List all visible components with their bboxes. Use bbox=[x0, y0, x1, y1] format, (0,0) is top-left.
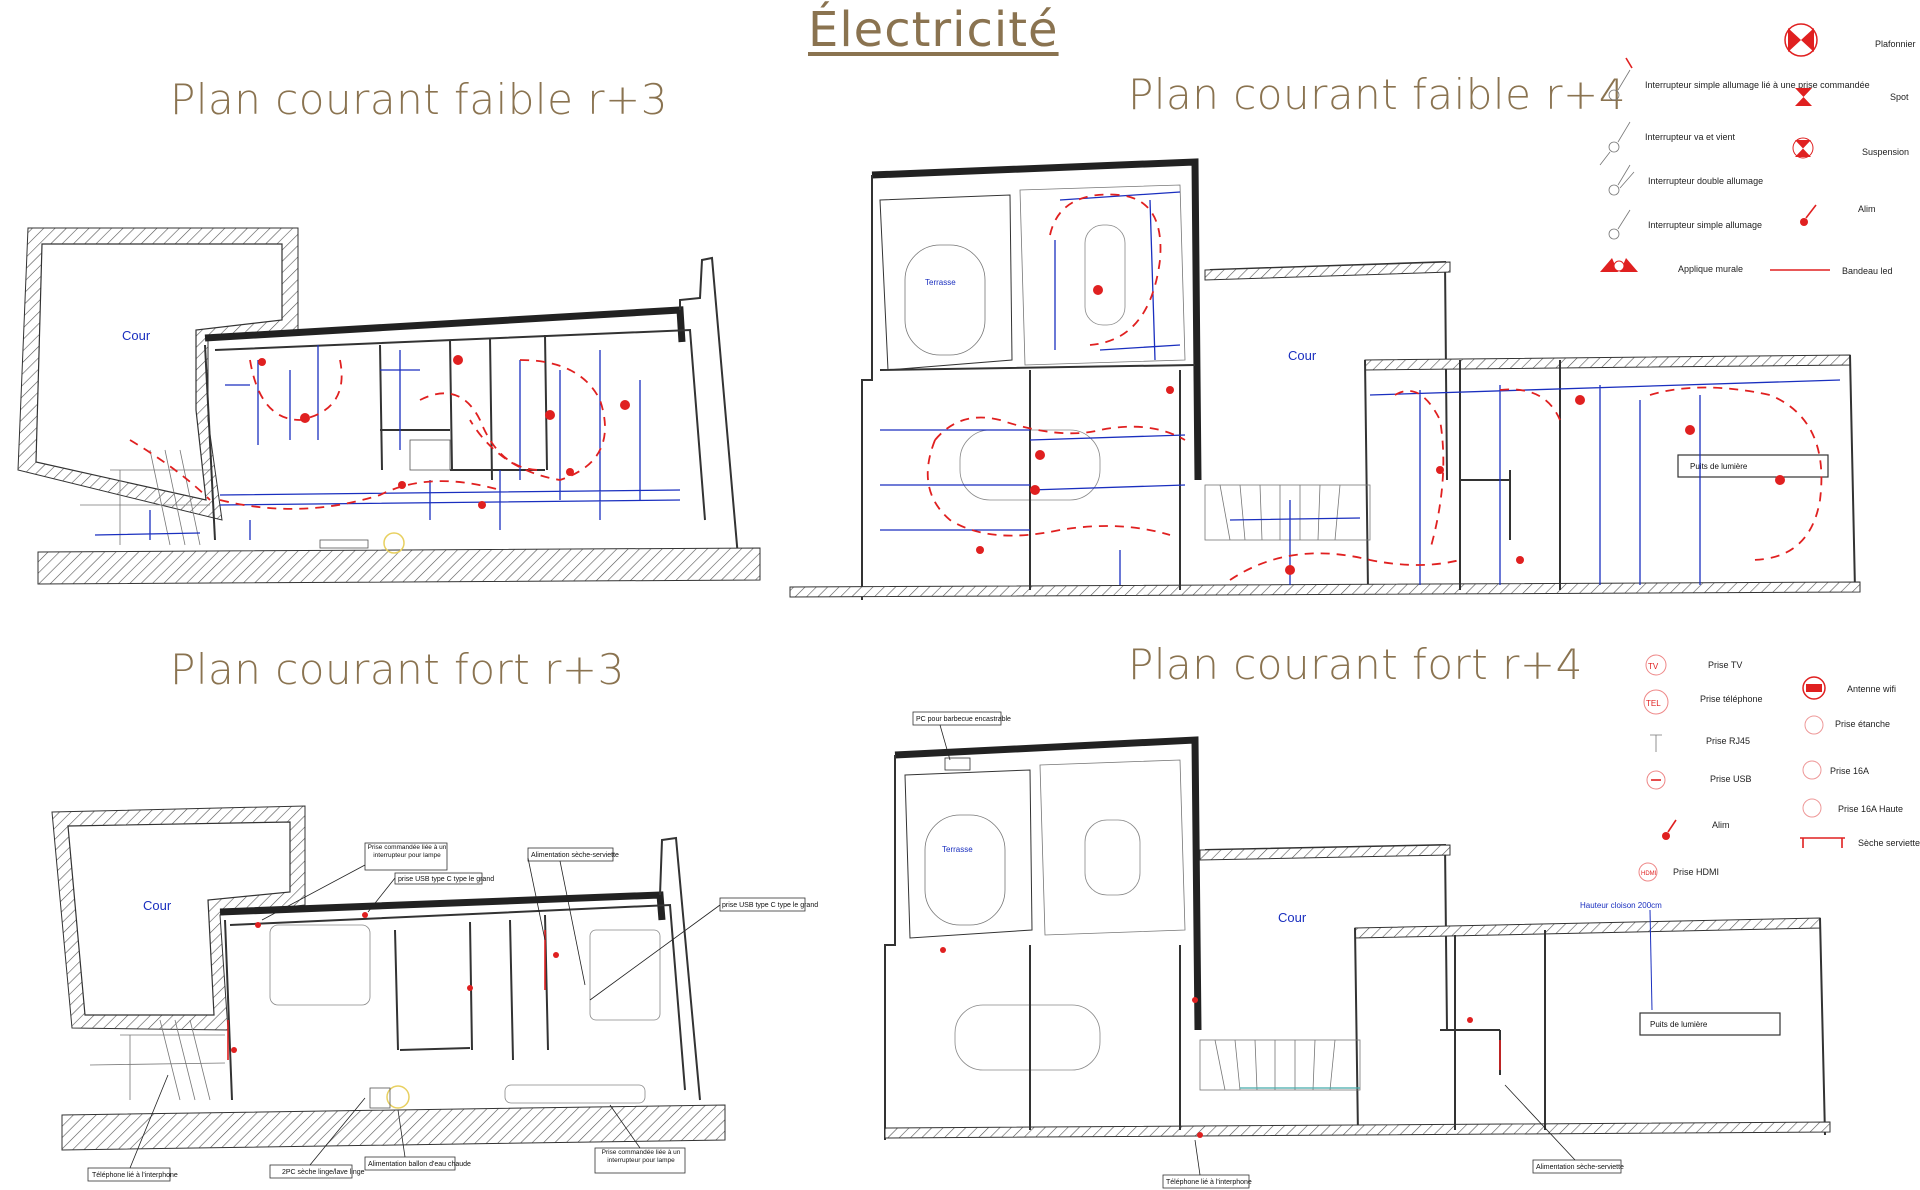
hauteur-cloison-label: Hauteur cloison 200cm bbox=[1580, 901, 1662, 910]
note-barbecue: PC pour barbecue encastrable bbox=[916, 716, 1011, 723]
spot-icon bbox=[1795, 88, 1812, 106]
legend-fort-right-1: Prise étanche bbox=[1835, 719, 1890, 729]
note-usb-c-2: prise USB type C type le grand bbox=[722, 902, 818, 909]
plan-fort-r4: Cour Terrasse Puits de lumière Hauteur c… bbox=[884, 711, 1831, 1189]
legend-faible-left-0: Interrupteur simple allumage lié à une p… bbox=[1645, 80, 1870, 90]
wifi-icon bbox=[1802, 676, 1826, 700]
legend-faible-right-3: Alim bbox=[1858, 204, 1876, 214]
legend-faible-right-1: Spot bbox=[1890, 92, 1909, 102]
cour-label-fort-r4: Cour bbox=[1278, 910, 1307, 925]
note-telephone-r4: Téléphone lié à l'interphone bbox=[1166, 1179, 1252, 1186]
interrupteur-icon bbox=[1599, 69, 1635, 240]
legend-fort-right-2: Prise 16A bbox=[1830, 766, 1869, 776]
tv-icon: TV bbox=[1648, 662, 1659, 671]
alim-icon bbox=[1800, 204, 1817, 226]
cour-label-fort-r3: Cour bbox=[143, 898, 172, 913]
legend-faible: Interrupteur simple allumage lié à une p… bbox=[1599, 23, 1916, 276]
note-prise-commandee-2: Prise commandée liée à un interrupteur p… bbox=[601, 1149, 681, 1164]
legend-fort-left-2: Prise RJ45 bbox=[1706, 736, 1750, 746]
seche-serviette-icon bbox=[1800, 837, 1845, 848]
legend-fort-left-3: Prise USB bbox=[1710, 774, 1752, 784]
rj45-icon bbox=[1650, 734, 1662, 752]
plan-fort-r3: Cour Prise commandée liée à un interrupt… bbox=[51, 805, 818, 1182]
telephone-icon: TEL bbox=[1646, 699, 1661, 708]
legend-faible-left-1: Interrupteur va et vient bbox=[1645, 132, 1736, 142]
note-seche-serviette: Alimentation sèche-serviette bbox=[531, 852, 619, 859]
legend-fort-left-0: Prise TV bbox=[1708, 660, 1742, 670]
legend-faible-right-0: Plafonnier bbox=[1875, 39, 1916, 49]
legend-faible-left-2: Interrupteur double allumage bbox=[1648, 176, 1763, 186]
note-seche-serviette-r4: Alimentation sèche-serviette bbox=[1536, 1164, 1624, 1171]
cour-label: Cour bbox=[122, 328, 151, 343]
legend-fort-right-3: Prise 16A Haute bbox=[1838, 804, 1903, 814]
puits-label: Puits de lumière bbox=[1690, 462, 1748, 471]
plan-faible-r3: Cour bbox=[17, 227, 761, 585]
legend-fort: TV TEL HDMI Prise TV Prise téléphone Pri… bbox=[1638, 654, 1920, 882]
plan-title-faible-r4: Plan courant faible r+4 bbox=[1128, 70, 1626, 119]
legend-faible-right-2: Suspension bbox=[1862, 147, 1909, 157]
applique-murale-icon bbox=[1600, 258, 1638, 272]
legend-fort-right-4: Sèche serviette bbox=[1858, 838, 1920, 848]
prise-etanche-icon bbox=[1804, 715, 1824, 735]
suspension-icon bbox=[1792, 137, 1814, 159]
legend-faible-left-4: Applique murale bbox=[1678, 264, 1743, 274]
note-seche-linge: 2PC sèche linge/lave linge bbox=[282, 1169, 365, 1176]
plan-title-faible-r3: Plan courant faible r+3 bbox=[170, 75, 668, 124]
legend-fort-left-4: Alim bbox=[1712, 820, 1730, 830]
legend-faible-right-4: Bandeau led bbox=[1842, 266, 1893, 276]
plan-title-fort-r3: Plan courant fort r+3 bbox=[170, 645, 625, 694]
legend-fort-left-5: Prise HDMI bbox=[1673, 867, 1719, 877]
legend-faible-left-3: Interrupteur simple allumage bbox=[1648, 220, 1762, 230]
note-usb-c-1: prise USB type C type le grand bbox=[398, 876, 494, 883]
hdmi-icon: HDMI bbox=[1641, 871, 1657, 877]
note-prise-commandee: Prise commandée liée à un interrupteur p… bbox=[367, 844, 447, 859]
note-ballon: Alimentation ballon d'eau chaude bbox=[368, 1161, 471, 1168]
prise-16a-haute-icon bbox=[1802, 798, 1822, 818]
page-title: Électricité bbox=[808, 2, 1059, 58]
legend-fort-left-1: Prise téléphone bbox=[1700, 694, 1763, 704]
alim-fort-icon bbox=[1662, 832, 1670, 840]
puits-label-fort: Puits de lumière bbox=[1650, 1020, 1708, 1029]
note-telephone: Téléphone lié à l'interphone bbox=[92, 1172, 178, 1179]
cour-label-r4: Cour bbox=[1288, 348, 1317, 363]
plafonnier-icon bbox=[1784, 23, 1818, 57]
terrasse-label: Terrasse bbox=[925, 278, 956, 287]
prise-16a-icon bbox=[1802, 760, 1822, 780]
terrasse-label-fort: Terrasse bbox=[942, 845, 973, 854]
plan-title-fort-r4: Plan courant fort r+4 bbox=[1128, 640, 1583, 689]
plan-faible-r4: Cour Terrasse Puits de lumière bbox=[789, 158, 1861, 600]
annotations-fort-r3: Prise commandée liée à un interrupteur p… bbox=[87, 842, 818, 1182]
legend-fort-right-0: Antenne wifi bbox=[1847, 684, 1896, 694]
